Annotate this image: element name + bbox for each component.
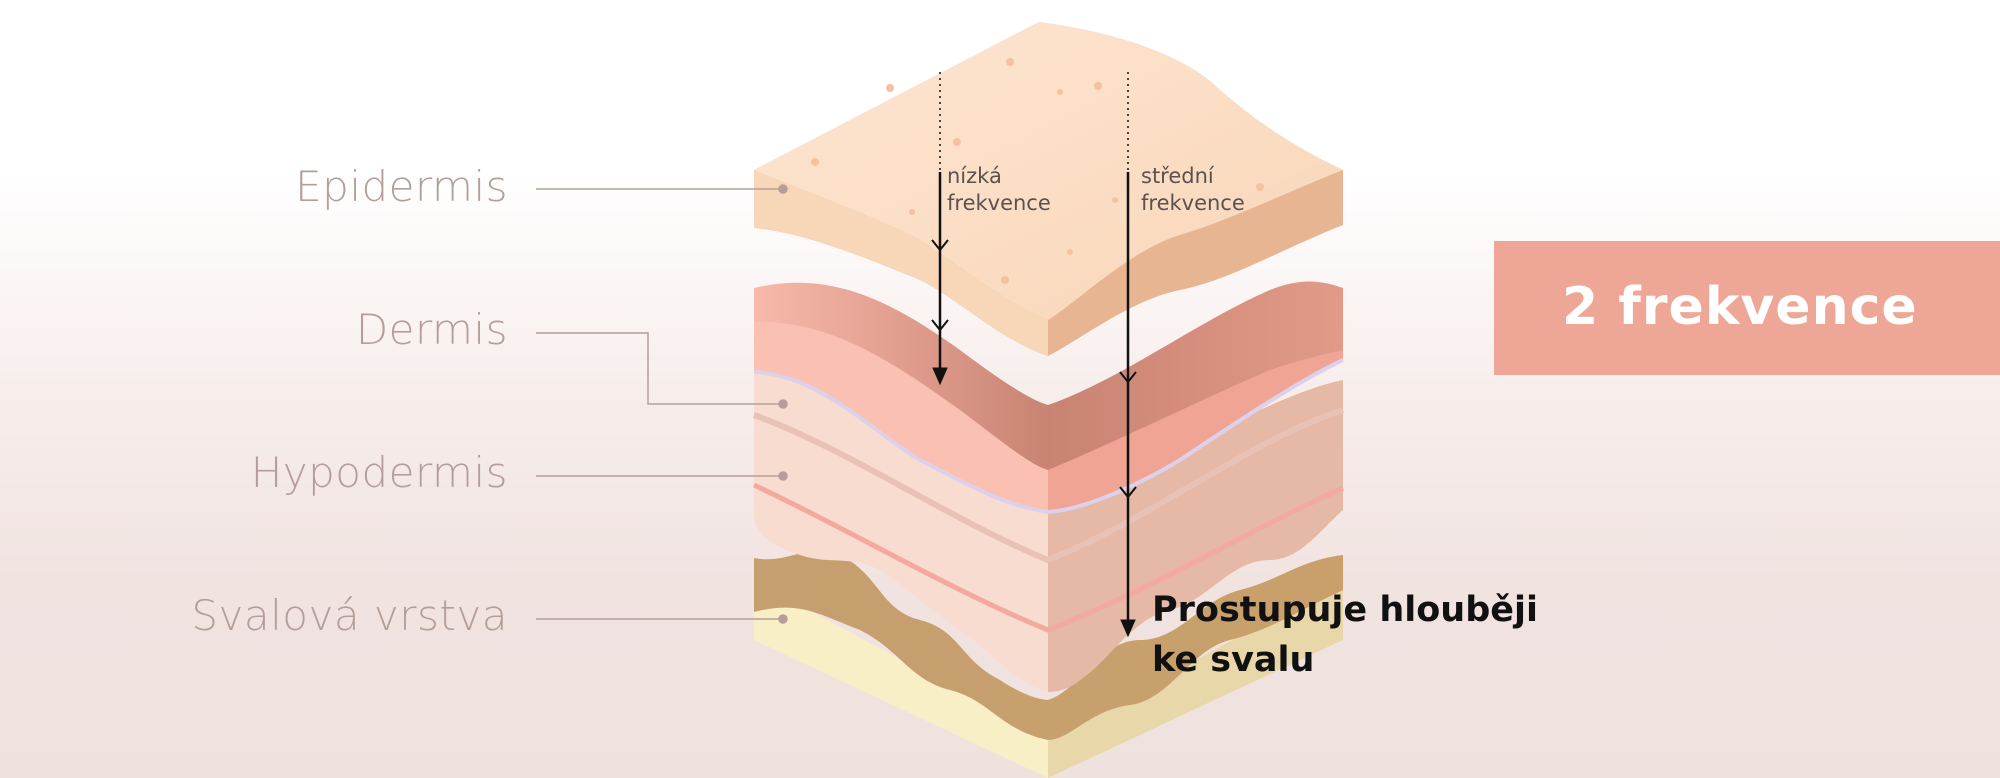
frequency-badge: 2 frekvence — [1494, 241, 2000, 375]
fat-layer — [754, 580, 1343, 778]
muscle-layer — [754, 550, 1343, 740]
medium-frequency-arrow — [1119, 72, 1137, 638]
medium-frequency-label: střední frekvence — [1141, 163, 1245, 217]
annotation-line2: ke svalu — [1152, 640, 1315, 680]
dermis-layer — [753, 281, 1344, 515]
low-frequency-label: nízká frekvence — [947, 163, 1051, 217]
badge-label: 2 frekvence — [1562, 277, 1918, 337]
low-frequency-line2: frekvence — [947, 191, 1051, 215]
medium-frequency-line1: střední — [1141, 164, 1214, 188]
penetration-annotation: Prostupuje hlouběji ke svalu — [1152, 585, 1538, 685]
hypodermis-layer — [752, 372, 1345, 692]
leader-lines — [536, 184, 788, 624]
annotation-line1: Prostupuje hlouběji — [1152, 590, 1538, 630]
label-dermis: Dermis — [355, 305, 508, 354]
low-frequency-line1: nízká — [947, 164, 1002, 188]
low-frequency-arrow — [931, 72, 949, 386]
medium-frequency-line2: frekvence — [1141, 191, 1245, 215]
epidermis-layer — [754, 22, 1343, 356]
label-hypodermis: Hypodermis — [250, 448, 508, 497]
label-epidermis: Epidermis — [295, 162, 508, 211]
label-muscle-layer: Svalová vrstva — [191, 591, 508, 640]
